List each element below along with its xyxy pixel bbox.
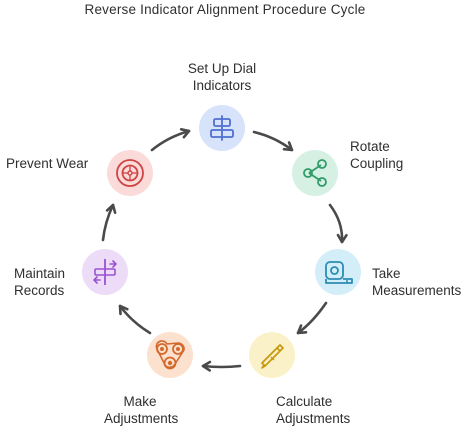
tape-measure-icon: [325, 261, 353, 284]
step-label-calculate-adjustments: Calculate Adjustments: [276, 394, 351, 426]
arrow-measure-to-calculate: [296, 301, 328, 335]
arrow-make-to-maintain: [118, 304, 152, 335]
arrow-maintain-to-prevent: [101, 203, 117, 242]
step-label-prevent-wear: Prevent Wear: [6, 156, 89, 171]
step-node-make-adjustments: [147, 332, 193, 378]
arrow-prevent-to-setup: [150, 128, 191, 152]
step-label-make-adjustments: Make Adjustments: [104, 394, 179, 426]
step-node-rotate-coupling: [292, 150, 338, 196]
align-arrows-icon: [93, 259, 117, 285]
tire-icon: [116, 159, 144, 187]
step-node-take-measurements: [315, 249, 361, 295]
diagram-title: Reverse Indicator Alignment Procedure Cy…: [84, 2, 366, 17]
arrow-setup-to-rotate: [252, 130, 294, 152]
pencil-icon: [261, 344, 284, 369]
step-label-set-up-dial-indicators: Set Up Dial Indicators: [187, 61, 257, 93]
step-node-maintain-records: [82, 249, 128, 295]
arrow-rotate-to-measure: [328, 203, 348, 244]
step-label-take-measurements: Take Measurements: [372, 266, 462, 298]
step-node-calculate-adjustments: [249, 332, 295, 378]
step-label-maintain-records: Maintain Records: [14, 266, 66, 298]
step-node-prevent-wear: [107, 150, 153, 196]
align-center-icon: [210, 115, 234, 141]
share-nodes-icon: [303, 159, 327, 187]
step-label-rotate-coupling: Rotate Coupling: [350, 139, 404, 171]
pulley-belt-icon: [155, 340, 185, 370]
arrow-calculate-to-make: [201, 360, 242, 372]
step-node-set-up-dial-indicators: [199, 105, 245, 151]
